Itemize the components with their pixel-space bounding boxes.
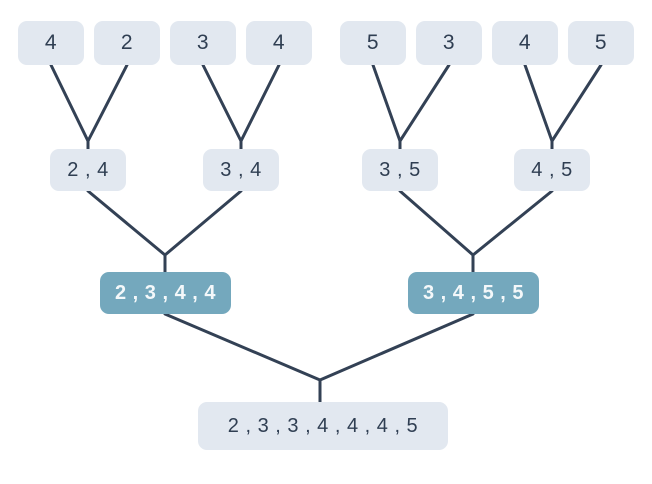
tree-edge [49, 63, 90, 149]
tree-node-leaves-6: 4 [492, 21, 558, 65]
tree-node-quads-0: 2 , 3 , 4 , 4 [100, 272, 231, 314]
tree-edge [550, 63, 603, 149]
tree-node-leaves-3: 4 [246, 21, 312, 65]
tree-edge [318, 312, 475, 402]
tree-edge [163, 312, 322, 402]
tree-edge [398, 63, 451, 149]
tree-node-leaves-4: 5 [340, 21, 406, 65]
tree-node-leaves-7: 5 [568, 21, 634, 65]
tree-edge [398, 189, 475, 272]
tree-node-pairs-1: 3 , 4 [203, 149, 279, 191]
tree-edge [239, 63, 281, 149]
tree-edge [201, 63, 243, 149]
tree-node-pairs-2: 3 , 5 [362, 149, 438, 191]
tree-node-leaves-5: 3 [416, 21, 482, 65]
tree-node-quads-1: 3 , 4 , 5 , 5 [408, 272, 539, 314]
tree-edge [471, 189, 554, 272]
tree-node-pairs-3: 4 , 5 [514, 149, 590, 191]
tree-node-pairs-0: 2 , 4 [50, 149, 126, 191]
tree-edge [371, 63, 402, 149]
tree-edge [163, 189, 243, 272]
tree-node-leaves-2: 3 [170, 21, 236, 65]
tree-node-leaves-0: 4 [18, 21, 84, 65]
tree-edge [86, 63, 129, 149]
tree-node-root-0: 2 , 3 , 3 , 4 , 4 , 4 , 5 [198, 402, 448, 450]
tree-edge [86, 189, 167, 272]
tree-edge [523, 63, 554, 149]
tree-node-leaves-1: 2 [94, 21, 160, 65]
